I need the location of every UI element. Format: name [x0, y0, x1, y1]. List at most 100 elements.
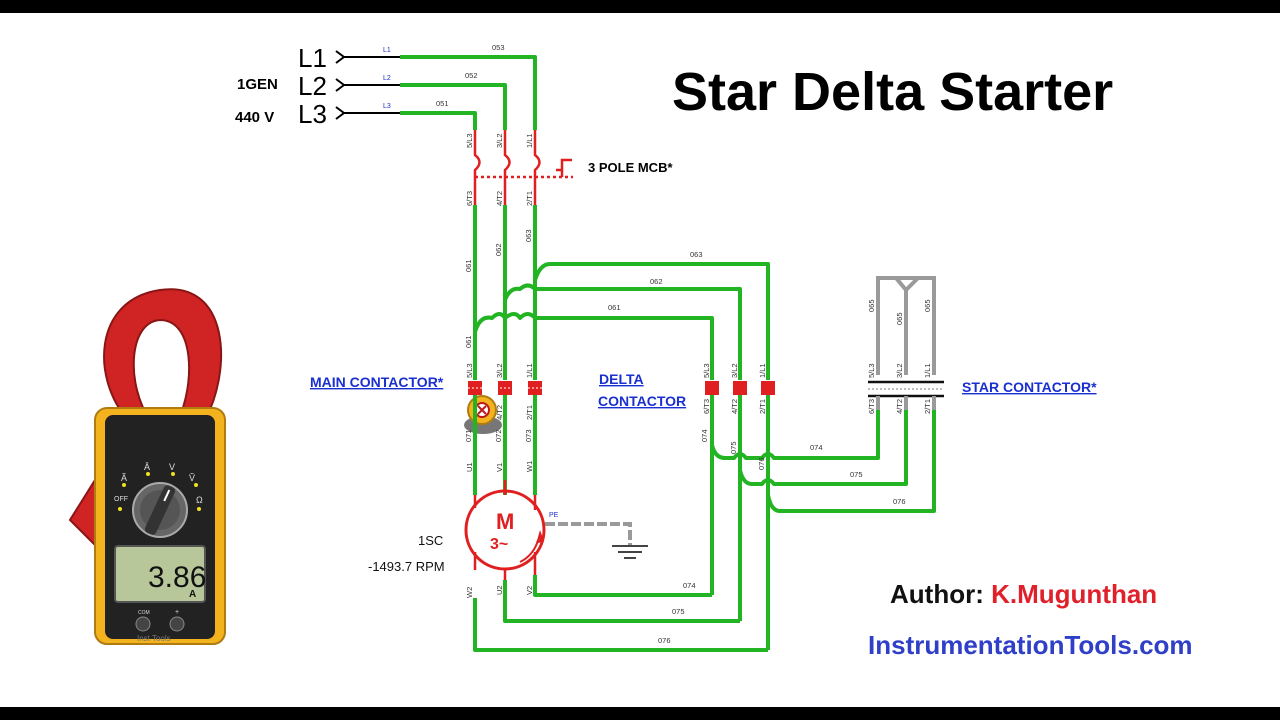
- motor-terminal-w2: W2: [465, 587, 474, 598]
- delta-bot-2t1: 2/T1: [758, 399, 767, 414]
- dial-volts: V: [169, 462, 175, 472]
- main-contactor-pole-1[interactable]: [468, 381, 482, 395]
- wire-051: [400, 111, 477, 130]
- wire-tag-053: 053: [492, 43, 505, 52]
- terminal-tag-l3: L3: [383, 103, 391, 110]
- main-bot-2t1: 2/T1: [525, 405, 534, 420]
- main-contactor: MAIN CONTACTOR* 5/L3 3/L2 1/L1 4/T2 2/T1: [310, 363, 542, 434]
- motor-terminal-u1: U1: [465, 462, 474, 472]
- mcb-bot-4t2: 4/T2: [495, 191, 504, 206]
- delta-top-1l1: 1/L1: [758, 363, 767, 378]
- supply-arrow-l3: [335, 106, 346, 120]
- mcb-top-1l1: 1/L1: [525, 133, 534, 148]
- supply-section: L1 L2 L3 1GEN 440 V L1 L2 L3 053 052 051: [235, 43, 537, 130]
- wire-tag-072: 072: [494, 429, 503, 442]
- diagram-canvas: L1 L2 L3 1GEN 440 V L1 L2 L3 053 052 051…: [0, 13, 1280, 707]
- jack-plus[interactable]: [169, 616, 185, 632]
- voltage-label: 440 V: [235, 109, 274, 126]
- supply-arrow-l2: [335, 78, 346, 92]
- dial-ac-amps: Ã: [121, 473, 127, 483]
- meter-brand: Inst Tools: [137, 634, 171, 643]
- mcb-toggle-icon[interactable]: [556, 158, 572, 177]
- star-contactor-poles[interactable]: [868, 380, 944, 398]
- wire-tag-062a: 062: [494, 243, 503, 256]
- delta-top-5l3: 5/L3: [702, 363, 711, 378]
- star-bridge-065-3: 065: [923, 299, 932, 312]
- phase-l2-label: L2: [298, 71, 327, 101]
- main-top-3l2: 3/L2: [495, 363, 504, 378]
- star-contactor-label[interactable]: STAR CONTACTOR*: [962, 379, 1097, 395]
- star-top-1l1: 1/L1: [923, 363, 932, 378]
- main-to-motor-wires: 072 073 071: [464, 395, 537, 495]
- main-contactor-pole-3[interactable]: [528, 381, 542, 395]
- jack-plus-label: +: [175, 609, 179, 616]
- motor-m-letter: M: [496, 509, 514, 534]
- rotary-dial[interactable]: [132, 482, 188, 538]
- motor-id: 1SC: [418, 533, 443, 548]
- wire-tag-061c: 061: [464, 335, 473, 348]
- delta-bot-6t3: 6/T3: [702, 399, 711, 414]
- mcb-top-5l3: 5/L3: [465, 133, 474, 148]
- generator-label: 1GEN: [237, 76, 278, 93]
- delta-contactor-pole-1[interactable]: [705, 381, 719, 395]
- star-bot-2t1: 2/T1: [923, 399, 932, 414]
- phase-l3-label: L3: [298, 99, 327, 129]
- meter-unit: A: [189, 589, 196, 600]
- star-bridge-065-1: 065: [867, 299, 876, 312]
- main-contactor-label[interactable]: MAIN CONTACTOR*: [310, 374, 444, 390]
- wire-tag-076d: 076: [757, 457, 766, 470]
- star-bridge-065-2: 065: [895, 312, 904, 325]
- dial-ac-volts: Ṽ: [189, 473, 195, 483]
- wire-tag-075r: 075: [672, 607, 685, 616]
- wire-tag-061b: 061: [608, 303, 621, 312]
- motor-terminal-w1: W1: [525, 461, 534, 472]
- dial-ohm: Ω: [196, 495, 203, 505]
- motor-terminal-v2: V2: [525, 586, 534, 595]
- author-label: Author:: [890, 579, 984, 609]
- wire-tag-074d: 074: [700, 429, 709, 442]
- delta-contactor-label-1[interactable]: DELTA: [599, 371, 644, 387]
- delta-bot-4t2: 4/T2: [730, 399, 739, 414]
- lcd-display: [114, 545, 206, 603]
- motor-phase-symbol: 3~: [490, 536, 508, 553]
- motor-terminal-u2: U2: [495, 585, 504, 595]
- delta-contactor-pole-3[interactable]: [761, 381, 775, 395]
- star-bot-6t3: 6/T3: [867, 399, 876, 414]
- delta-to-star-wires: 074 075 076 074 075 076: [700, 395, 936, 650]
- jack-com[interactable]: [135, 616, 151, 632]
- star-contactor: 065 065 065 5/L3 3/L2 1/L1 6/T3 4/T2 2/T…: [867, 276, 1097, 414]
- delta-contactor-pole-2[interactable]: [733, 381, 747, 395]
- wire-tag-076s: 076: [893, 497, 906, 506]
- mcb-label: 3 POLE MCB*: [588, 160, 673, 175]
- clamp-meter[interactable]: Ã Ā V Ṽ OFF Ω 3.86 A COM + Inst Tools: [68, 288, 226, 645]
- dial-off: OFF: [114, 496, 128, 503]
- website-link[interactable]: InstrumentationTools.com: [868, 630, 1193, 660]
- wire-tag-051: 051: [436, 99, 449, 108]
- phase-l1-label: L1: [298, 43, 327, 73]
- wire-052: [400, 83, 507, 130]
- wire-tag-052: 052: [465, 71, 478, 80]
- delta-contactor: DELTA CONTACTOR 5/L3 3/L2 1/L1 6/T3 4/T2…: [598, 363, 775, 414]
- wire-tag-061a: 061: [464, 259, 473, 272]
- delta-top-3l2: 3/L2: [730, 363, 739, 378]
- mcb-top-3l2: 3/L2: [495, 133, 504, 148]
- star-top-5l3: 5/L3: [867, 363, 876, 378]
- clamp-jaw: [103, 288, 222, 421]
- page-title: Star Delta Starter: [672, 62, 1114, 122]
- wire-tag-076r: 076: [658, 636, 671, 645]
- wire-tag-063b: 063: [690, 250, 703, 259]
- wire-tag-062b: 062: [650, 277, 663, 286]
- wire-tag-073: 073: [524, 429, 533, 442]
- wire-tag-071: 071: [464, 429, 473, 442]
- mcb-bot-2t1: 2/T1: [525, 191, 534, 206]
- ground-icon: [612, 545, 648, 559]
- jack-com-label: COM: [138, 610, 150, 616]
- wire-tag-075s: 075: [850, 470, 863, 479]
- wire-tag-074r: 074: [683, 581, 696, 590]
- motor-speed: -1493.7 RPM: [368, 559, 445, 574]
- terminal-tag-l2: L2: [383, 75, 391, 82]
- main-bot-4t2: 4/T2: [495, 405, 504, 420]
- wire-tag-075d: 075: [729, 441, 738, 454]
- delta-contactor-label-2[interactable]: CONTACTOR: [598, 393, 686, 409]
- dial-dc-amps: Ā: [144, 462, 150, 472]
